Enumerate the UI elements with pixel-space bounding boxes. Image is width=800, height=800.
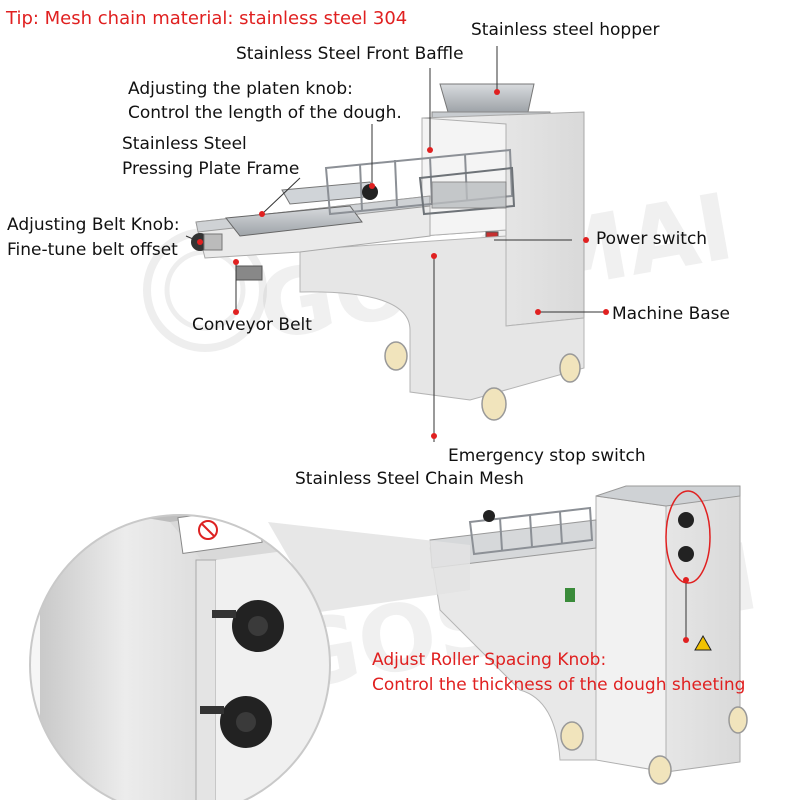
label-emergency-stop: Emergency stop switch	[448, 446, 646, 466]
chain-mesh	[431, 181, 507, 209]
top-machine	[191, 83, 585, 421]
roller-knob-lower	[678, 546, 694, 562]
label-belt-knob-line2: Fine-tune belt offset	[7, 240, 178, 260]
magnifier-beam	[268, 522, 470, 612]
label-power-switch: Power switch	[596, 229, 708, 249]
pressing-plate	[225, 205, 363, 237]
machine-base	[299, 235, 585, 401]
roller-knob-upper	[678, 512, 694, 528]
tip-text: Tip: Mesh chain material: stainless stee…	[6, 8, 408, 29]
leader-lines	[185, 46, 687, 640]
label-platen-knob-line2: Control the length of the dough.	[128, 103, 402, 123]
hopper	[439, 83, 535, 113]
label-hopper: Stainless steel hopper	[471, 20, 660, 40]
label-roller-knob-line2: Control the thickness of the dough sheet…	[372, 675, 746, 695]
label-pressing-frame-line2: Pressing Plate Frame	[122, 159, 300, 179]
closeup-view	[29, 514, 331, 800]
label-conveyor-belt: Conveyor Belt	[192, 315, 312, 335]
label-chain-mesh: Stainless Steel Chain Mesh	[295, 469, 524, 489]
label-pressing-frame-line1: Stainless Steel	[122, 134, 247, 154]
label-belt-knob-line1: Adjusting Belt Knob:	[7, 215, 180, 235]
label-roller-knob-line1: Adjust Roller Spacing Knob:	[372, 650, 607, 670]
label-front-baffle: Stainless Steel Front Baffle	[236, 44, 464, 64]
leader-dots	[197, 89, 689, 643]
wheels-top	[384, 341, 581, 421]
label-platen-knob-line1: Adjusting the platen knob:	[128, 79, 353, 99]
bottom-machine	[429, 485, 748, 785]
label-machine-base: Machine Base	[612, 304, 730, 324]
roller-knob-highlight	[665, 490, 711, 584]
